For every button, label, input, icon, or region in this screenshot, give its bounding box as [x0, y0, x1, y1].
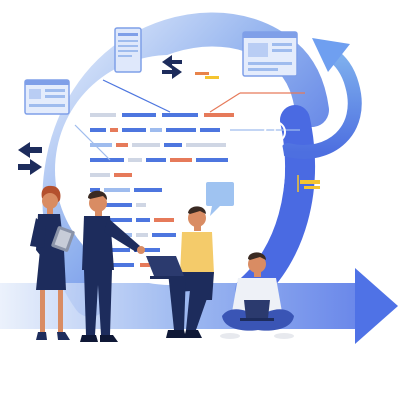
code-lines: [90, 113, 234, 267]
chip-icon: [297, 175, 320, 192]
person-man-presenting: [80, 190, 145, 342]
browser-window-icon: [24, 79, 70, 115]
person-man-sitting-laptop: [146, 206, 214, 338]
curved-arrow-icon: [281, 38, 362, 159]
lightbulb-icon: [264, 121, 286, 147]
tablet-icon: [51, 226, 75, 252]
person-woman-with-tablet: [30, 185, 75, 340]
person-man-cross-legged-laptop: [220, 252, 294, 339]
browser-window-icon: [242, 31, 298, 77]
chat-bubble-icon: [206, 182, 234, 216]
laptop-icon: [146, 256, 186, 279]
exchange-arrows-icon: [18, 142, 42, 175]
laptop-icon: [240, 300, 274, 321]
exchange-arrows-icon: [162, 55, 182, 79]
browser-window-icon: [114, 27, 142, 73]
chip-icon: [195, 72, 219, 79]
